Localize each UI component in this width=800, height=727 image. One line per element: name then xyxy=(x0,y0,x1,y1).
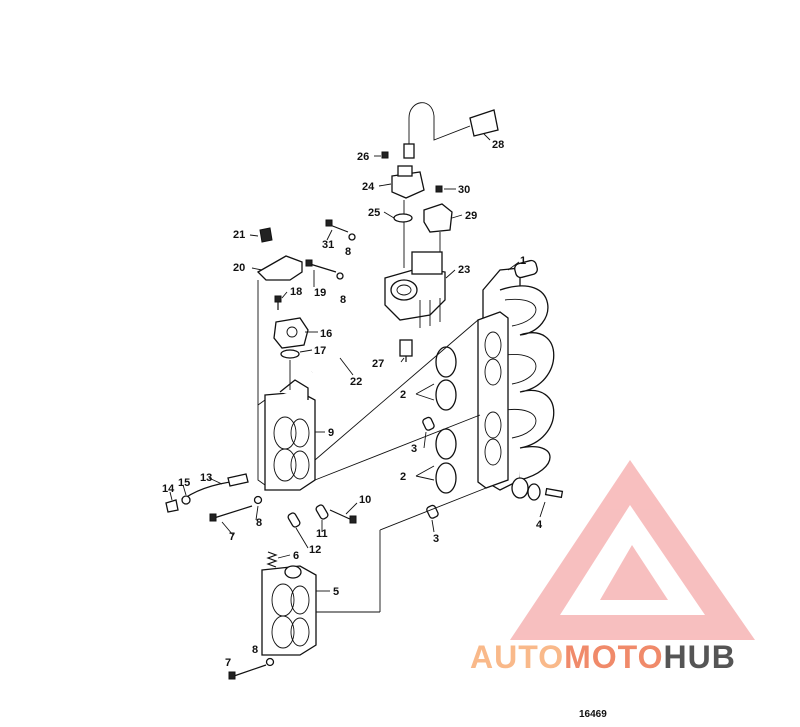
callout-leaders xyxy=(169,133,546,592)
bracket xyxy=(256,227,303,281)
callout-10: 10 xyxy=(359,494,371,506)
callout-19: 19 xyxy=(314,287,326,299)
callout-21: 21 xyxy=(233,229,245,241)
callout-7b: 7 xyxy=(225,657,231,669)
svg-text:AUTOMOTOHUB: AUTOMOTOHUB xyxy=(470,639,736,675)
throttle-body-upper xyxy=(257,379,316,491)
watermark-auto: AUTO xyxy=(470,639,564,675)
screws xyxy=(209,495,357,680)
watermark-hub: HUB xyxy=(663,639,735,675)
figure-number: 16469 xyxy=(579,709,607,720)
callout-13: 13 xyxy=(200,472,212,484)
callout-15: 15 xyxy=(178,477,190,489)
callout-6: 6 xyxy=(293,550,299,562)
callout-18: 18 xyxy=(290,286,302,298)
callout-26: 26 xyxy=(357,151,369,163)
callout-3b: 3 xyxy=(433,533,439,545)
callout-25: 25 xyxy=(368,207,380,219)
wire-harness xyxy=(403,102,499,159)
callout-2a: 2 xyxy=(400,389,406,401)
dowels xyxy=(422,416,439,519)
gaskets xyxy=(435,346,457,494)
callout-8d: 8 xyxy=(252,644,258,656)
callout-8c: 8 xyxy=(256,517,262,529)
callout-14: 14 xyxy=(162,483,175,495)
temperature-sensor xyxy=(399,339,413,362)
map-sensor xyxy=(381,151,425,223)
watermark-moto: MOTO xyxy=(564,639,663,675)
callout-9: 9 xyxy=(328,427,334,439)
callout-5: 5 xyxy=(333,586,339,598)
callout-labels: 1 2 2 3 3 4 5 6 7 7 8 8 8 8 9 10 11 12 1… xyxy=(162,139,543,669)
callout-31: 31 xyxy=(322,239,334,251)
callout-17: 17 xyxy=(314,345,326,357)
callout-3a: 3 xyxy=(411,443,417,455)
callout-27: 27 xyxy=(372,358,384,370)
hose-fitting xyxy=(511,477,564,501)
callout-22: 22 xyxy=(350,376,362,388)
callout-20: 20 xyxy=(233,262,245,274)
callout-12: 12 xyxy=(309,544,321,556)
callout-24: 24 xyxy=(362,181,375,193)
pressure-sensor xyxy=(423,185,453,233)
callout-29: 29 xyxy=(465,210,477,222)
watermark-logo xyxy=(510,460,755,640)
callout-4: 4 xyxy=(536,519,543,531)
callout-23: 23 xyxy=(458,264,470,276)
callout-30: 30 xyxy=(458,184,470,196)
callout-16: 16 xyxy=(320,328,332,340)
callout-7a: 7 xyxy=(229,531,235,543)
hose xyxy=(308,244,408,376)
watermark-text: AUTOMOTOHUB xyxy=(470,639,736,675)
alignment-lines xyxy=(257,200,487,613)
callout-28: 28 xyxy=(492,139,504,151)
manifold-flange xyxy=(477,311,509,489)
callout-8a: 8 xyxy=(345,246,351,258)
callout-11: 11 xyxy=(316,528,328,540)
throttle-position-sensor xyxy=(273,295,309,359)
throttle-linkage xyxy=(165,473,249,513)
valve-assembly xyxy=(384,251,446,328)
throttle-body-lower xyxy=(261,565,317,656)
spring xyxy=(266,551,278,568)
bolts xyxy=(305,219,356,280)
callout-1: 1 xyxy=(520,255,526,267)
callout-2b: 2 xyxy=(400,471,406,483)
callout-8b: 8 xyxy=(340,294,346,306)
